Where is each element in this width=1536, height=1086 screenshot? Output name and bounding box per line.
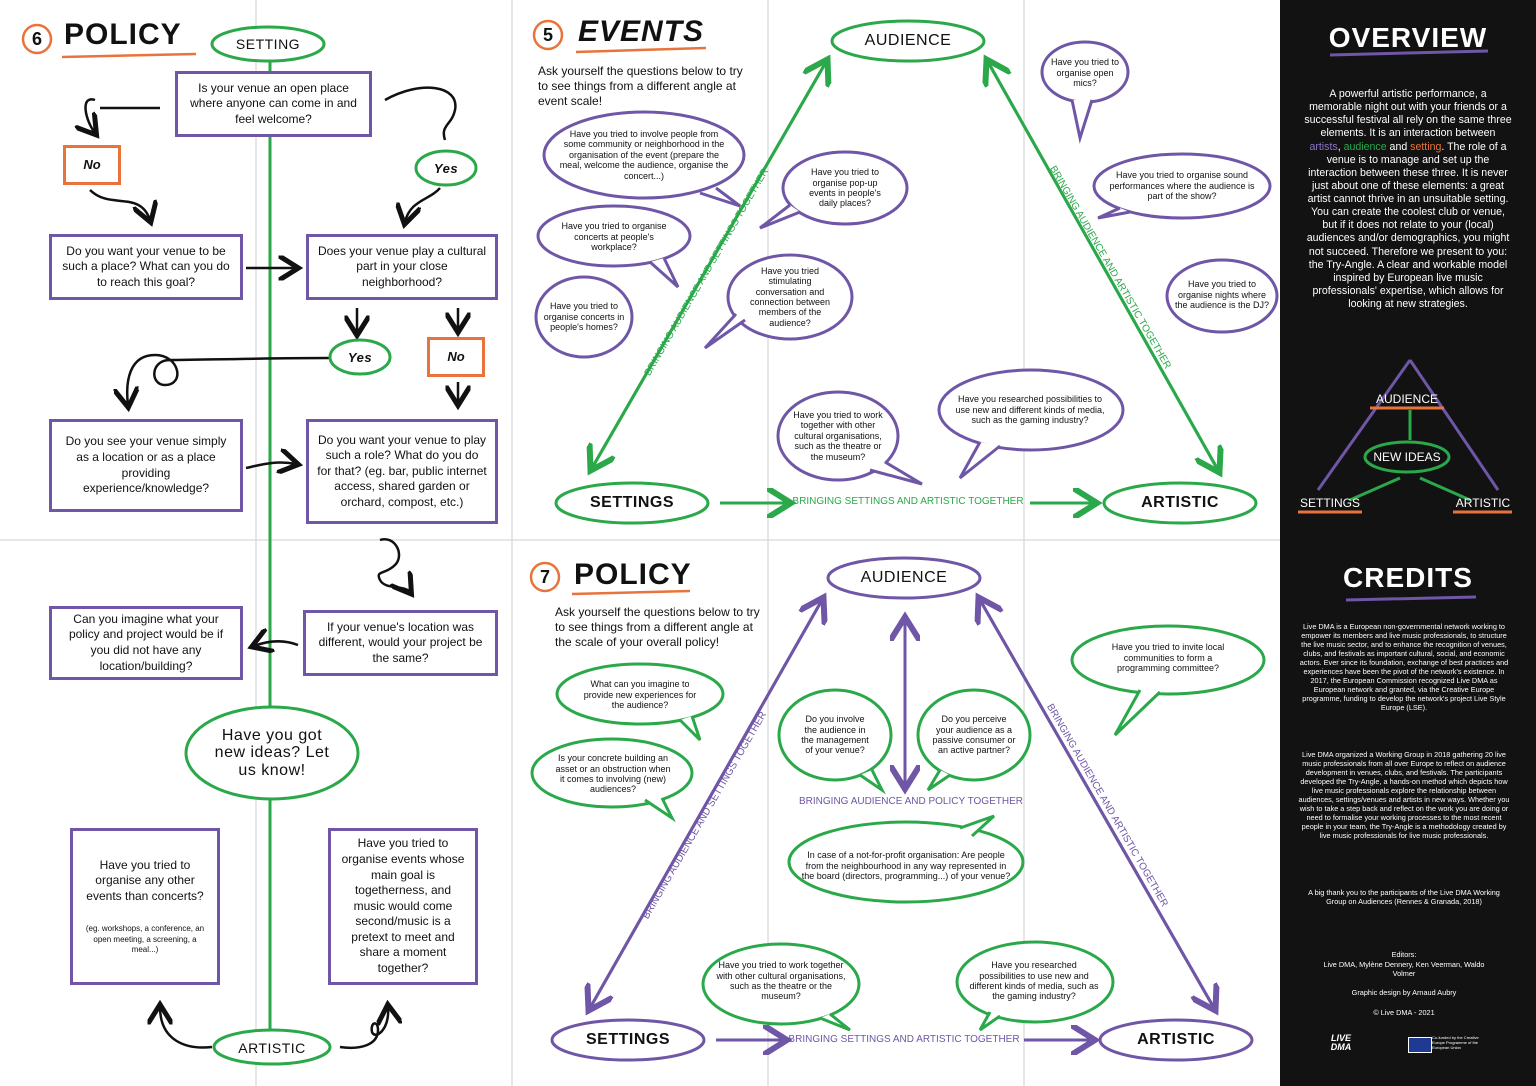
credits-editors: Live DMA, Mylène Dennery, Ken Veerman, W… [1323, 960, 1485, 979]
policy6-new-ideas[interactable]: Have you got new ideas? Let us know! [214, 726, 330, 779]
events5-edge-bottom: BRINGING SETTINGS AND ARTISTIC TOGETHER [792, 496, 1024, 507]
overview-paragraph: A powerful artistic performance, a memor… [1304, 88, 1512, 311]
events5-bubble-cultural-orgs: Have you tried to work together with oth… [793, 410, 883, 462]
policy6-artistic-label: ARTISTIC [238, 1040, 306, 1056]
policy6-yes-tag-1: Yes [433, 160, 459, 176]
policy6-question-want-place: Do you want your venue to be such a plac… [49, 234, 243, 300]
events5-bubble-workplace: Have you tried to organise concerts at p… [561, 221, 667, 253]
events5-bubble-homes: Have you tried to organise concerts in p… [543, 301, 625, 333]
events5-number: 5 [542, 25, 553, 45]
events5-bubble-media: Have you researched possibilities to use… [955, 394, 1105, 426]
policy6-number: 6 [31, 29, 42, 49]
events5-intro: Ask yourself the questions below to try … [538, 64, 743, 108]
events5-bubble-open-mics: Have you tried to organise open mics? [1050, 57, 1120, 89]
live-dma-logo: LIVE DMA [1330, 1033, 1352, 1052]
credits-paragraph-2: Live DMA organized a Working Group in 20… [1298, 750, 1510, 841]
events5-bubble-community: Have you tried to involve people from so… [559, 129, 729, 181]
policy7-number: 7 [539, 567, 550, 587]
policy7-bubble-cultural-orgs: Have you tried to work together with oth… [716, 960, 846, 1002]
policy7-bubble-board: In case of a not-for-profit organisation… [801, 850, 1011, 882]
policy7-node-audience: AUDIENCE [860, 569, 948, 586]
overview-title: OVERVIEW [1328, 22, 1488, 53]
events5-bubble-popup: Have you tried to organise pop-up events… [809, 167, 881, 209]
policy6-other-events-note: (eg. workshops, a conference, an open me… [85, 924, 205, 955]
events5-node-settings: SETTINGS [589, 494, 674, 511]
eu-funding-text: Co-funded by the Creative Europe Program… [1432, 1035, 1479, 1050]
overview-word-audience: audience [1343, 140, 1387, 153]
credits-paragraph-3: A big thank you to the participants of t… [1308, 888, 1500, 907]
policy7-bubble-management: Do you involve the audience in the manag… [801, 714, 869, 756]
overview-text-comma: , [1337, 140, 1344, 153]
overview-text-and: and [1386, 140, 1411, 153]
overview-word-artists: artists [1309, 140, 1338, 153]
policy6-question-cultural-part: Does your venue play a cultural part in … [306, 234, 498, 300]
policy7-node-artistic: ARTISTIC [1137, 1031, 1215, 1048]
policy6-no-tag-1: No [63, 145, 121, 185]
policy7-bubble-media: Have you researched possibilities to use… [969, 960, 1099, 1002]
policy7-node-settings: SETTINGS [585, 1031, 670, 1048]
overview-text-start: A powerful artistic performance, a memor… [1304, 88, 1512, 140]
eu-flag-icon [1408, 1037, 1432, 1053]
policy6-question-togetherness: Have you tried to organise events whose … [328, 828, 478, 985]
credits-paragraph-1: Live DMA is a European non-governmental … [1299, 622, 1509, 713]
events5-node-audience: AUDIENCE [864, 32, 952, 49]
policy6-yes-tag-2: Yes [347, 349, 373, 365]
events5-bubble-conversation: Have you tried stimulating conversation … [749, 265, 831, 328]
policy6-question-role: Do you want your venue to play such a ro… [306, 419, 498, 524]
tri-audience-label: AUDIENCE [1375, 392, 1438, 406]
policy6-question-open-place: Is your venue an open place where anyone… [175, 71, 372, 137]
events5-bubble-dj: Have you tried to organise nights where … [1174, 279, 1270, 311]
policy6-question-different-location: If your venue's location was different, … [303, 610, 498, 676]
events5-bubble-sound: Have you tried to organise sound perform… [1109, 170, 1255, 202]
policy6-title: POLICY [64, 18, 182, 51]
policy6-setting-label: SETTING [235, 36, 301, 52]
policy6-question-location: Do you see your venue simply as a locati… [49, 419, 243, 512]
policy6-question-other-events: Have you tried to organise any other eve… [70, 828, 220, 985]
policy7-title: POLICY [574, 558, 692, 591]
overview-text-end: . The role of a venue is to manage and s… [1306, 140, 1510, 311]
policy6-no-tag-2: No [427, 337, 485, 377]
policy7-bubble-committee: Have you tried to invite local communiti… [1111, 642, 1225, 674]
tri-new-ideas-label: NEW IDEAS [1373, 450, 1441, 464]
policy6-other-events-text: Have you tried to organise any other eve… [86, 857, 204, 903]
credits-copyright: © Live DMA - 2021 [1373, 1008, 1435, 1017]
events5-node-artistic: ARTISTIC [1141, 494, 1219, 511]
policy7-bubble-experiences: What can you imagine to provide new expe… [583, 679, 697, 711]
policy7-edge-center: BRINGING AUDIENCE AND POLICY TOGETHER [799, 796, 1023, 807]
overview-word-setting: setting [1410, 140, 1442, 153]
events5-title: EVENTS [578, 15, 705, 48]
credits-design: Graphic design by Arnaud Aubry [1351, 988, 1457, 997]
tri-artistic-label: ARTISTIC [1455, 496, 1511, 510]
tri-settings-label: SETTINGS [1299, 496, 1360, 510]
policy7-bubble-perceive: Do you perceive your audience as a passi… [932, 714, 1016, 756]
credits-title: CREDITS [1343, 562, 1473, 593]
policy7-edge-bottom: BRINGING SETTINGS AND ARTISTIC TOGETHER [788, 1034, 1020, 1045]
policy7-intro: Ask yourself the questions below to try … [555, 605, 760, 649]
policy7-bubble-building: Is your concrete building an asset or an… [555, 753, 671, 795]
credits-editors-label: Editors: [1391, 950, 1417, 959]
policy6-question-imagine: Can you imagine what your policy and pro… [49, 606, 243, 680]
